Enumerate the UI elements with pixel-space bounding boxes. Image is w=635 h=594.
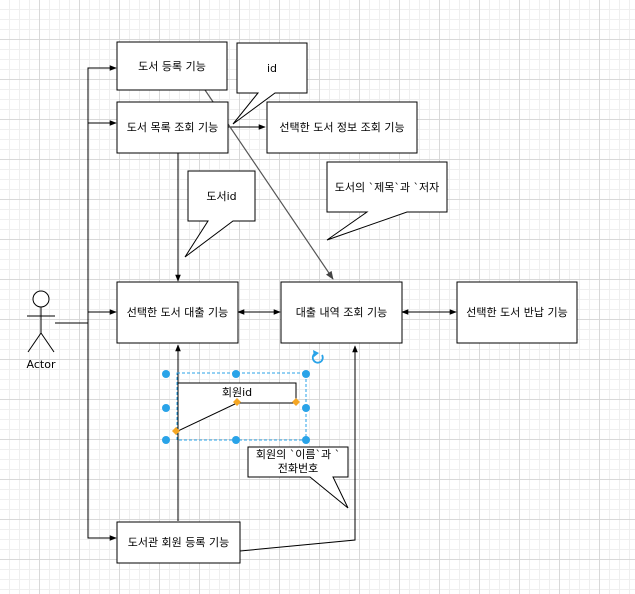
borrow-book-label: 선택한 도서 대출 기능: [126, 306, 229, 319]
callout-id-label: id: [266, 61, 278, 75]
rotate-icon[interactable]: [311, 350, 324, 364]
register-member-label: 도서관 회원 등록 기능: [127, 536, 230, 549]
shape-control-points[interactable]: [172, 398, 300, 435]
box-register-member[interactable]: [116, 521, 241, 564]
callout-member-name-phone[interactable]: [247, 446, 349, 509]
box-book-info[interactable]: [266, 101, 418, 154]
callout-book-id-label: 도서id: [206, 189, 237, 203]
callout-member-id-label: 회원id: [221, 385, 253, 399]
callout-id[interactable]: [232, 42, 308, 125]
callout-book-id[interactable]: [184, 170, 256, 258]
actor-figure[interactable]: [27, 290, 55, 353]
box-loan-history[interactable]: [280, 281, 403, 344]
callout-title-author-label: 도서의 `제목`과 `저자: [334, 180, 440, 194]
callout-title-author[interactable]: [326, 161, 448, 241]
actor-connectors: [55, 65, 117, 541]
box-list-books[interactable]: [116, 101, 229, 154]
actor-label: Actor: [26, 357, 56, 371]
book-info-label: 선택한 도서 정보 조회 기능: [279, 121, 405, 134]
box-borrow-book[interactable]: [116, 281, 239, 344]
box-register-book[interactable]: [116, 41, 228, 91]
box-return-book[interactable]: [456, 281, 578, 344]
list-books-label: 도서 목록 조회 기능: [126, 121, 219, 134]
callout-member-name-phone-label: 회원의 `이름`과 ` 전화번호: [255, 448, 341, 475]
return-book-label: 선택한 도서 반납 기능: [466, 306, 568, 319]
register-book-label: 도서 등록 기능: [138, 59, 206, 73]
resize-handles[interactable]: [162, 370, 310, 444]
callout-member-id[interactable]: [177, 382, 297, 432]
selection-overlay: [162, 350, 324, 444]
loan-history-label: 대출 내역 조회 기능: [295, 306, 388, 319]
